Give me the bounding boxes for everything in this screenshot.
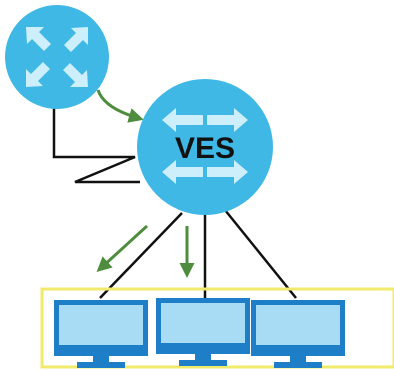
ves-node: VES — [137, 79, 273, 215]
router-icon — [5, 5, 109, 109]
flow-arrow-to-left-monitor — [96, 224, 149, 273]
monitor-center — [156, 298, 250, 366]
ves-to-monitor-left-link — [99, 212, 183, 299]
monitor-left — [54, 300, 148, 368]
ves-arrows — [162, 108, 248, 184]
router-node — [5, 5, 109, 109]
router-arrows — [26, 27, 88, 87]
ves-to-monitor-right-link — [224, 209, 297, 299]
monitor-right — [251, 300, 345, 368]
connection-lines — [52, 107, 297, 299]
flow-arrows — [96, 89, 195, 278]
monitor-group-box — [40, 287, 394, 369]
ves-label: VES — [175, 132, 235, 165]
flow-arrow-router-to-ves — [96, 89, 144, 123]
router-to-ves-link — [52, 107, 140, 184]
